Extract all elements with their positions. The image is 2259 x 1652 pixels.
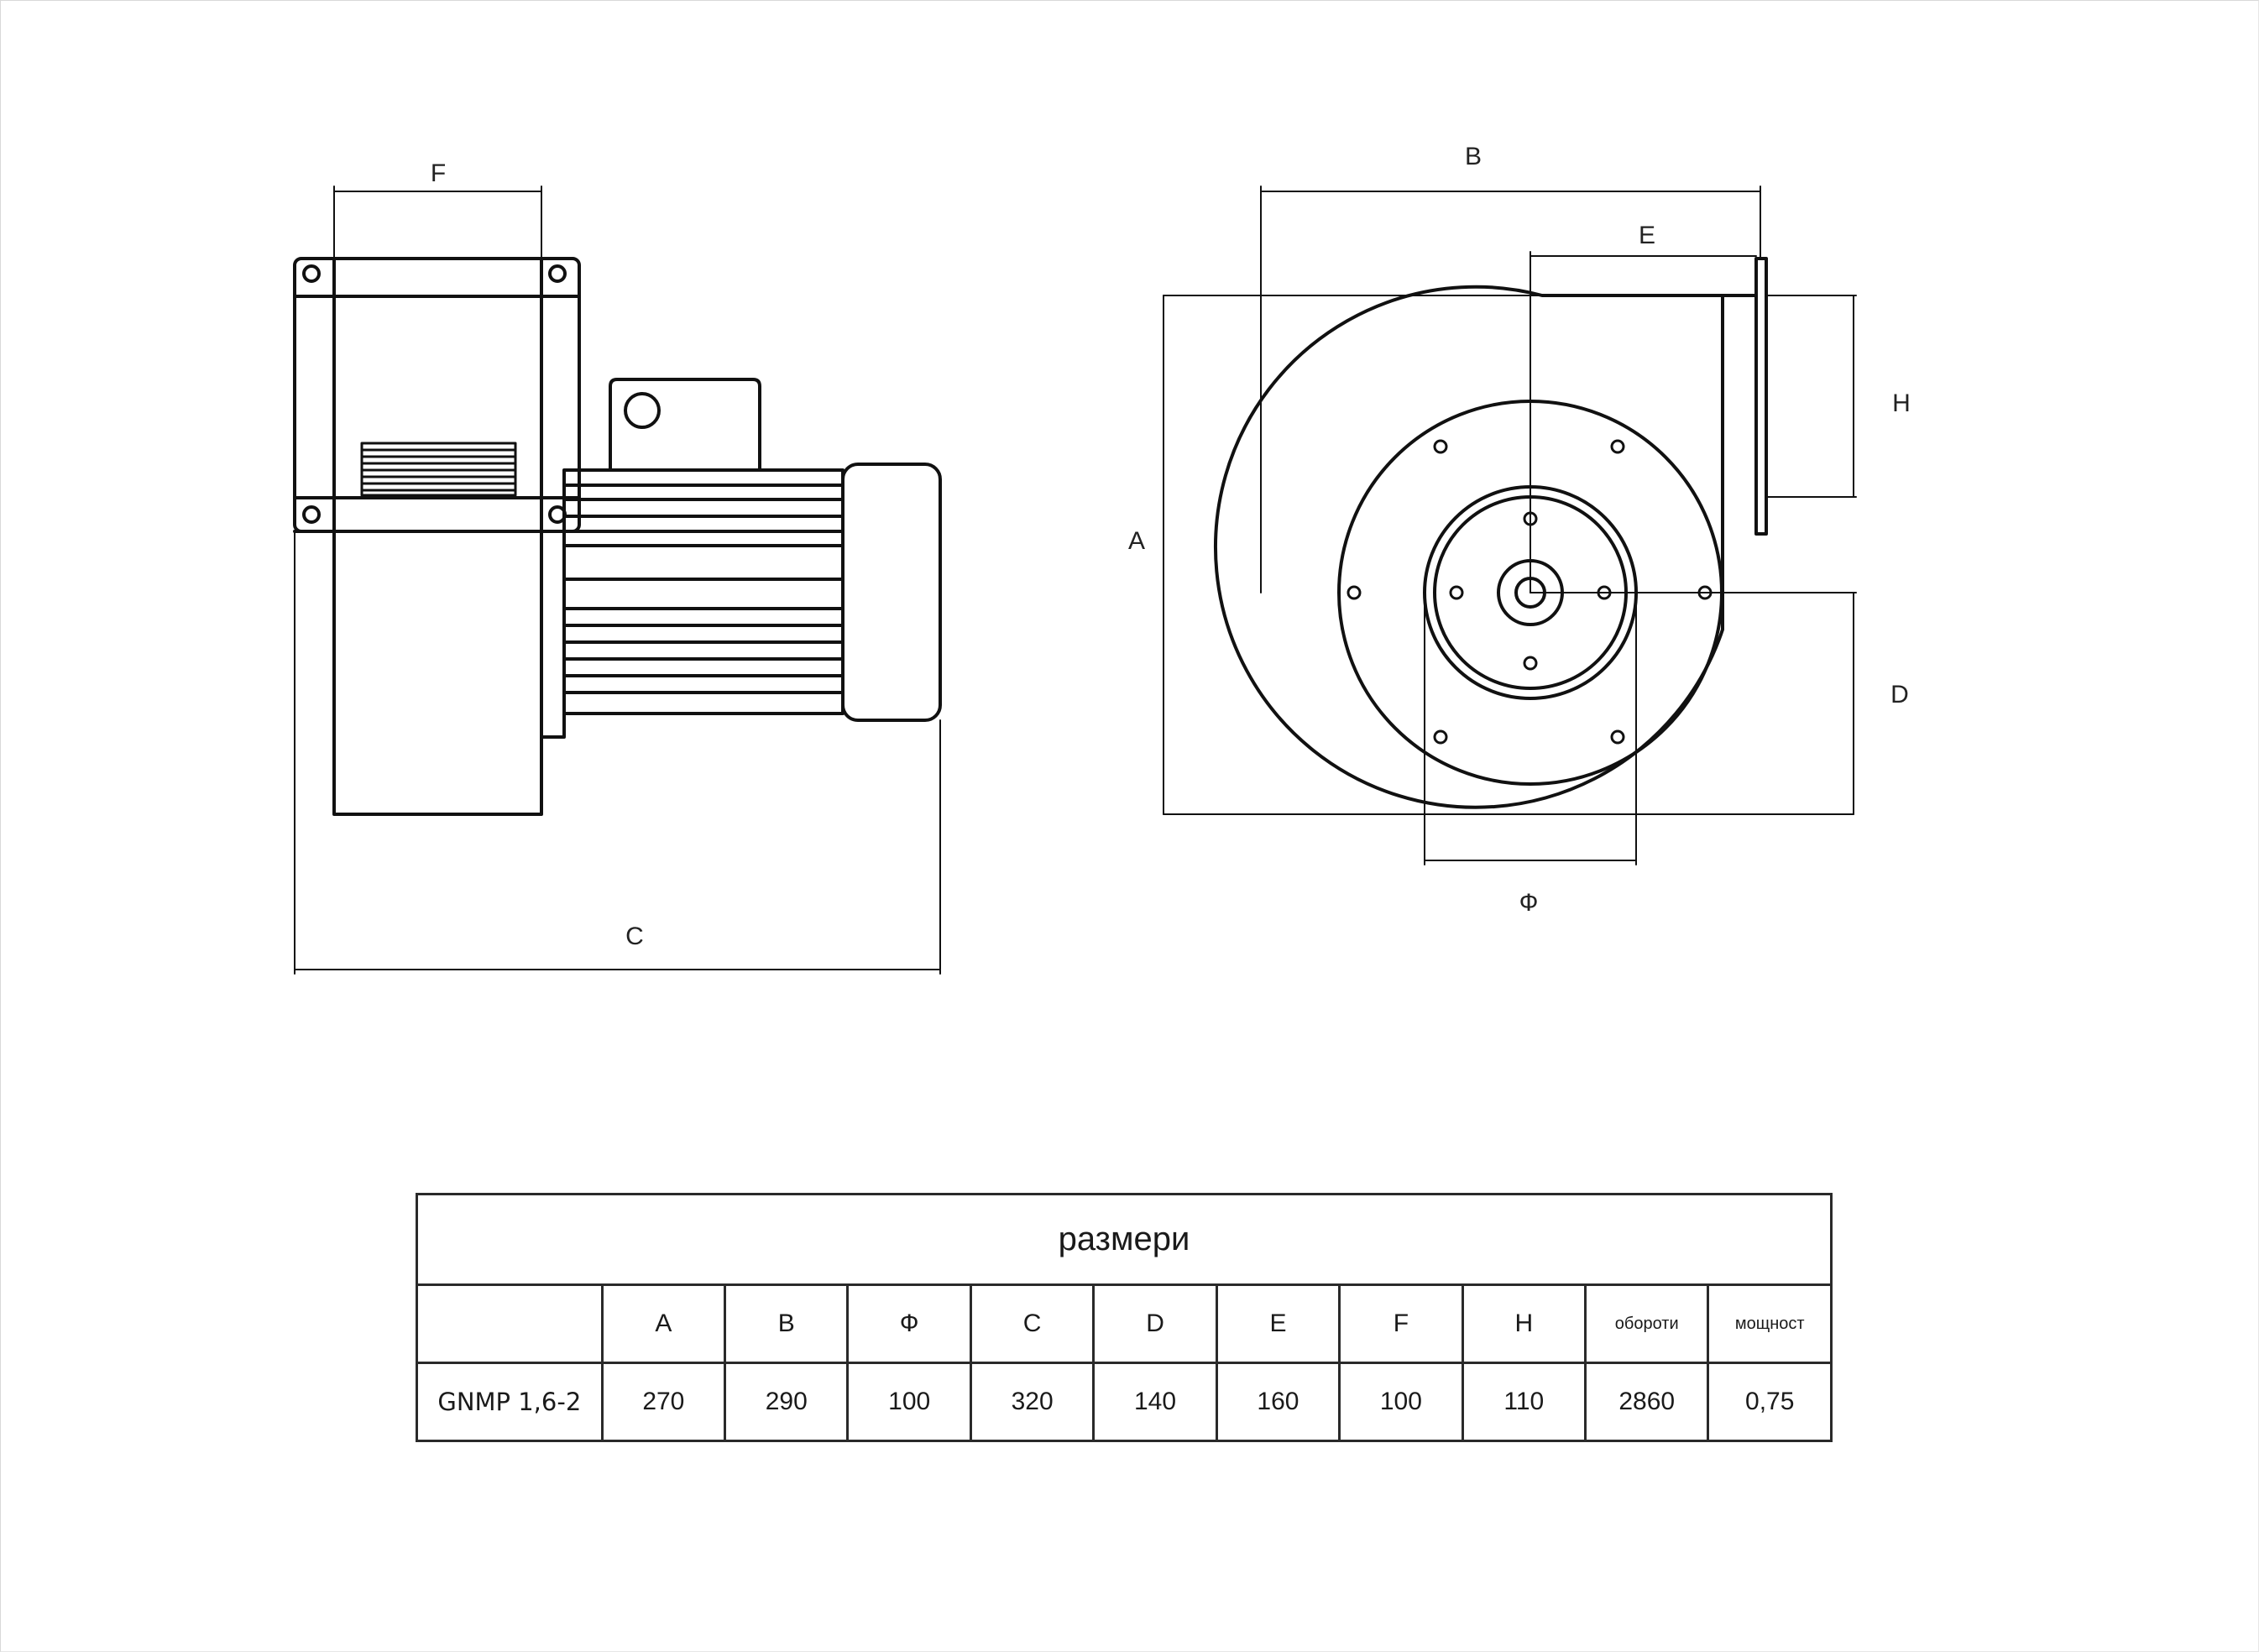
outlet-vent xyxy=(360,442,517,497)
label-B: B xyxy=(1465,143,1482,170)
header-cell: обороти xyxy=(1584,1283,1710,1364)
header-cell: C xyxy=(969,1283,1096,1364)
value-cell: 2860 xyxy=(1584,1362,1710,1442)
header-cell: мощност xyxy=(1707,1283,1833,1364)
label-phi: Ф xyxy=(1519,889,1539,917)
value-cell: 320 xyxy=(969,1362,1096,1442)
header-cell: H xyxy=(1461,1283,1587,1364)
motor-fan-cover xyxy=(841,463,942,722)
model-cell: GNMP 1,6-2 xyxy=(416,1362,604,1442)
table-header-row: A B Ф C D E F H обороти мощност xyxy=(416,1283,1833,1364)
cable-gland-icon xyxy=(624,392,661,429)
label-C: C xyxy=(625,923,644,950)
dimensions-table: размери A B Ф C D E F H обороти мощност … xyxy=(416,1193,1833,1442)
housing-lower-body xyxy=(332,530,543,816)
value-cell: 110 xyxy=(1461,1362,1587,1442)
front-dimension-lines xyxy=(1163,186,1857,865)
value-cell: 100 xyxy=(1338,1362,1464,1442)
side-view xyxy=(293,257,942,816)
table-title: размери xyxy=(416,1193,1833,1286)
value-cell: 270 xyxy=(600,1362,727,1442)
label-E: E xyxy=(1639,222,1655,249)
label-H: H xyxy=(1892,389,1911,417)
header-cell xyxy=(416,1283,604,1364)
value-cell: 290 xyxy=(724,1362,850,1442)
header-cell: D xyxy=(1092,1283,1218,1364)
terminal-box xyxy=(609,378,761,472)
header-cell: A xyxy=(600,1283,727,1364)
label-D: D xyxy=(1890,681,1909,708)
label-F: F xyxy=(431,159,446,187)
motor-body xyxy=(562,468,845,715)
header-cell: Ф xyxy=(846,1283,972,1364)
header-cell: F xyxy=(1338,1283,1464,1364)
header-cell: E xyxy=(1215,1283,1341,1364)
label-A: A xyxy=(1128,527,1145,555)
dim-C-line xyxy=(294,531,941,975)
value-cell: 160 xyxy=(1215,1362,1341,1442)
plate-bolt-holes xyxy=(1347,439,1713,745)
volute-casing xyxy=(1213,285,1724,809)
front-view xyxy=(1213,257,1768,809)
table-row: GNMP 1,6-2 270 290 100 320 140 160 100 1… xyxy=(416,1362,1833,1442)
value-cell: 100 xyxy=(846,1362,972,1442)
value-cell: 140 xyxy=(1092,1362,1218,1442)
dim-F-line xyxy=(333,186,542,259)
outlet-flange xyxy=(1754,257,1768,536)
value-cell: 0,75 xyxy=(1707,1362,1833,1442)
header-cell: B xyxy=(724,1283,850,1364)
